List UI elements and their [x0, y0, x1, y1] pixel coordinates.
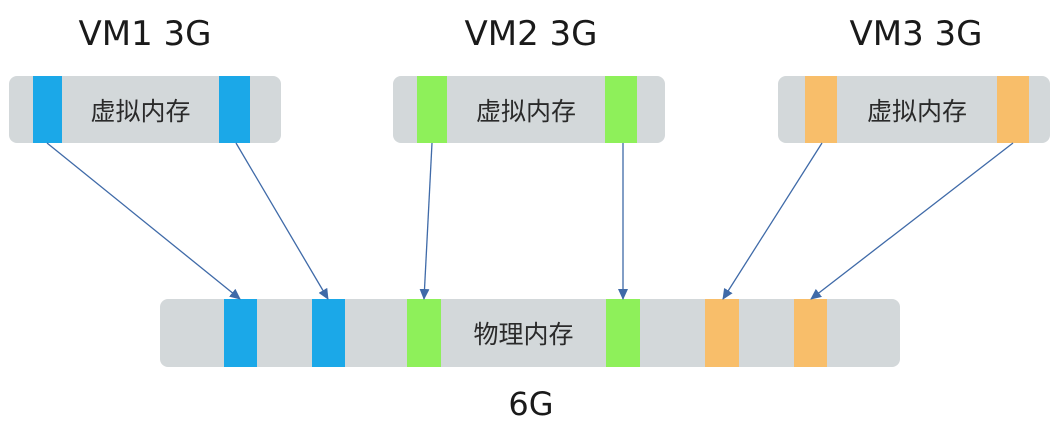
physical-vm3-block	[794, 299, 827, 367]
vm1-virtual-memory: 虚拟内存	[9, 76, 281, 143]
vm3-virtual-memory: 虚拟内存	[778, 76, 1050, 143]
vm2-mapping-arrow	[419, 142, 433, 300]
vm2-page-block	[605, 76, 637, 143]
physical-vm3-block	[705, 299, 739, 367]
vm1-mapping-arrow	[46, 142, 241, 300]
vm2-virtual-memory-label: 虚拟内存	[475, 96, 576, 126]
vm1-title: VM1 3G	[78, 14, 212, 54]
physical-vm2-block	[606, 299, 640, 367]
vm3-page-block	[997, 76, 1029, 143]
vm3-mapping-arrow	[810, 142, 1014, 300]
vm1-mapping-arrow	[235, 142, 329, 300]
physical-memory-size: 6G	[508, 385, 554, 423]
vm3-title: VM3 3G	[849, 14, 983, 54]
physical-vm1-block	[224, 299, 257, 367]
vm1-virtual-memory-label: 虚拟内存	[90, 96, 191, 126]
vm2-virtual-memory: 虚拟内存	[393, 76, 665, 143]
vm3-mapping-arrow	[722, 142, 823, 300]
vm1-page-block	[33, 76, 62, 143]
physical-vm1-block	[312, 299, 345, 367]
vm1-page-block	[219, 76, 250, 143]
physical-memory-label: 物理内存	[473, 320, 574, 349]
vm3-page-block	[805, 76, 837, 143]
vm2-title: VM2 3G	[464, 14, 598, 54]
vm2-page-block	[417, 76, 447, 143]
vm3-virtual-memory-label: 虚拟内存	[866, 96, 967, 126]
physical-vm2-block	[407, 299, 441, 367]
physical-memory: 物理内存	[160, 299, 900, 367]
